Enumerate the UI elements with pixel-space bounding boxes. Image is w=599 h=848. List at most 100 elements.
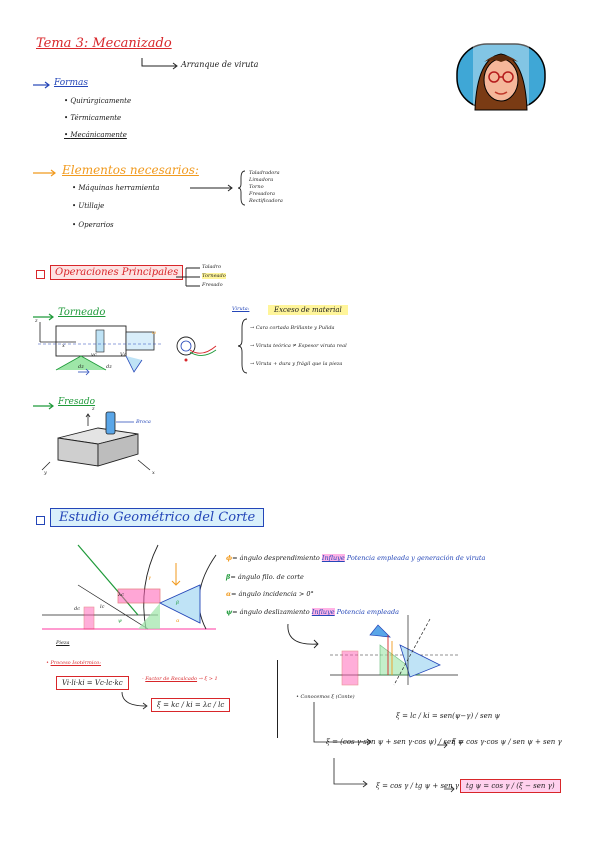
axis-label: y xyxy=(44,470,47,476)
avatar xyxy=(455,40,547,112)
maquina-item: Taladradora xyxy=(249,170,280,176)
conocemos-label: • Conocemos ξ (Conte) xyxy=(296,694,355,700)
elementos-item: Operarios xyxy=(72,221,113,229)
maquina-item: Torno xyxy=(249,184,264,190)
viruta-item-text: Viruta teórica ≠ Espesor viruta real xyxy=(255,343,347,349)
factor-label-text: Factor de Recalcado xyxy=(145,676,198,682)
axis-label: x xyxy=(62,343,65,349)
angle-def-text: = ángulo filo. de corte xyxy=(230,573,304,581)
proceso-label-text: Proceso Isotérmico: xyxy=(50,660,101,666)
maquina-item: Limadora xyxy=(249,177,274,183)
proceso-label: • Proceso Isotérmico: xyxy=(46,660,101,666)
angle-def-text: = ángulo desprendimiento xyxy=(232,554,320,562)
viruta-item-text: Cara cortada Brillante y Pulida xyxy=(255,325,335,331)
torneado-heading: Torneado xyxy=(58,307,106,318)
chip-curl-icon xyxy=(176,336,217,362)
curved-arrow-icon xyxy=(287,623,319,649)
angle-symbol: α xyxy=(226,590,232,598)
brace-icon xyxy=(237,318,248,374)
operaciones-item: Taladro xyxy=(202,264,222,270)
angle-symbol: β xyxy=(226,573,231,581)
angle-def-text: = ángulo deslizamiento xyxy=(232,608,310,616)
influye-badge: Influye xyxy=(311,608,335,616)
divider xyxy=(277,660,278,738)
axis-label: x xyxy=(152,470,155,476)
viruta-item: → Cara cortada Brillante y Pulida xyxy=(250,325,335,331)
influye-badge: Influye xyxy=(321,554,345,562)
equation-4: ξ = cos γ / tg ψ + sen γ xyxy=(376,782,460,790)
pieza-label: Pieza xyxy=(56,640,70,646)
diagram-label: vc xyxy=(91,352,97,358)
operaciones-heading: Operaciones Principales xyxy=(50,265,184,280)
diagram-label: dc xyxy=(74,606,81,612)
equation-5: tg ψ = cos γ / (ξ − sen γ) xyxy=(460,779,561,793)
angle-def-tail: Potencia empleada xyxy=(336,608,400,616)
equation-1: ξ = lc / ki = sen(ψ−γ) / sen ψ xyxy=(396,712,500,720)
angle-def-row: α= ángulo incidencia > 0° xyxy=(226,590,314,598)
diagram-label: Broca xyxy=(136,419,151,425)
diagram-label: lc xyxy=(100,604,105,610)
arrow-right-icon xyxy=(33,402,54,410)
viruta-item: → Viruta teórica ≠ Espesor viruta real xyxy=(250,343,347,349)
arrow-right-icon xyxy=(190,184,233,192)
arrow-right-icon xyxy=(33,169,56,177)
brace-icon xyxy=(237,170,246,206)
factor-label: - Factor de Recalcado → ξ > 1 xyxy=(142,676,218,682)
operaciones-item: Fresado xyxy=(202,282,223,288)
equation-2: ξ = (cos γ·sen ψ + sen γ·cos ψ) / sen ψ xyxy=(326,738,464,746)
angle-def-row: ϕ= ángulo desprendimiento Influye Potenc… xyxy=(226,554,485,562)
elementos-item: Máquinas herramienta xyxy=(72,184,159,192)
lathe-diagram xyxy=(38,322,161,376)
diagram-label: dz xyxy=(106,364,112,370)
diagram-label: ω xyxy=(152,330,157,336)
viruta-label: Viruta: xyxy=(232,306,250,312)
arrow-right-icon xyxy=(33,313,54,321)
formas-item: Mecánicamente xyxy=(64,131,127,139)
maquina-item: Rectificadora xyxy=(249,198,283,204)
fresado-heading: Fresado xyxy=(58,397,96,407)
estudio-heading: Estudio Geométrico del Corte xyxy=(50,508,265,527)
checkbox-icon xyxy=(36,516,45,525)
viruta-item: → Viruta + dura y frágil que la pieza xyxy=(250,361,343,367)
elementos-heading: Elementos necesarios: xyxy=(62,163,199,177)
formas-item: Térmicamente xyxy=(64,114,121,122)
arrow-right-icon xyxy=(437,741,448,749)
arrow-right-icon xyxy=(444,785,455,793)
angle-psi-label: ψ xyxy=(118,618,122,624)
angle-alpha-label: α xyxy=(176,618,180,624)
angle-symbol: ψ xyxy=(226,608,233,616)
formas-heading: Formas xyxy=(54,78,88,88)
branch-icon xyxy=(176,267,200,287)
angle-beta-label: β xyxy=(176,600,179,606)
diagram-label: Vc xyxy=(120,352,127,358)
factor-equation: ξ = kc / ki = λc / lc xyxy=(151,698,231,712)
page-title: Tema 3: Mecanizado xyxy=(36,36,172,51)
angle-def-row: β= ángulo filo. de corte xyxy=(226,573,304,581)
angle-gamma-label: γ xyxy=(148,575,151,581)
equation-3: ξ = cos γ·cos ψ / sen ψ + sen γ xyxy=(452,738,562,746)
viruta-definition: Exceso de material xyxy=(268,305,348,315)
formas-item: Quirúrgicamente xyxy=(64,97,131,105)
angle-def-text: = ángulo incidencia > 0° xyxy=(231,590,314,598)
arrow-right-icon xyxy=(33,81,50,89)
maquina-item: Fresadora xyxy=(249,191,275,197)
axis-label: z xyxy=(92,406,95,412)
conocemos-text: Conocemos ξ (Conte) xyxy=(300,694,355,700)
angle-symbol: ϕ xyxy=(226,554,233,562)
arrow-right-icon xyxy=(121,691,148,710)
subtitle: Arranque de viruta xyxy=(181,60,259,69)
proceso-equation: Vi·li·ki = Vc·lc·kc xyxy=(56,676,129,690)
cutting-geometry-diagram xyxy=(42,544,217,630)
arrow-right-icon xyxy=(333,758,368,788)
arrow-right-icon xyxy=(141,58,178,70)
axis-label: z xyxy=(35,318,38,324)
checkbox-icon xyxy=(36,270,45,279)
elementos-item: Utillaje xyxy=(72,202,104,210)
arrow-right-icon xyxy=(313,702,372,746)
milling-diagram xyxy=(41,411,151,471)
viruta-item-text: Viruta + dura y frágil que la pieza xyxy=(255,361,343,367)
chip-formation-diagram xyxy=(330,615,458,686)
angle-def-row: ψ= ángulo deslizamiento Influye Potencia… xyxy=(226,608,399,616)
factor-condition: ξ > 1 xyxy=(204,676,218,682)
operaciones-item: Torneado xyxy=(202,273,226,279)
